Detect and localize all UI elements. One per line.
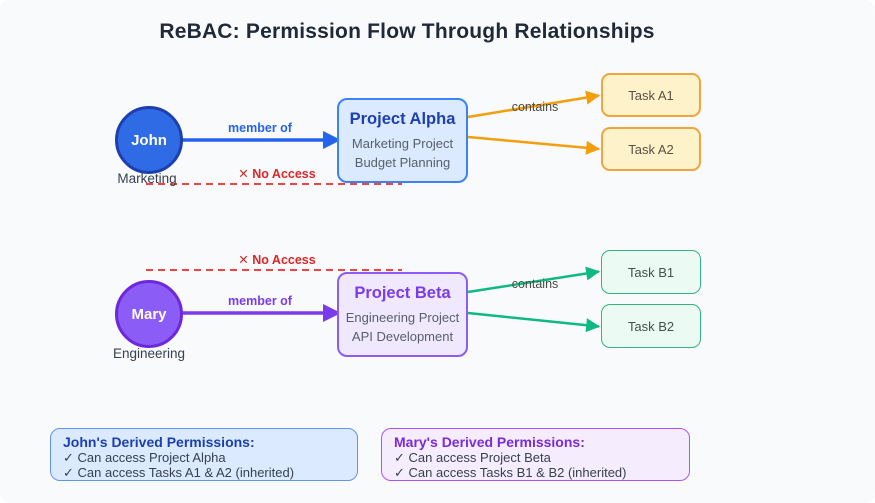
permissions-item: ✓ Can access Project Beta xyxy=(394,450,551,465)
actor-node-john: John xyxy=(115,106,183,174)
permissions-box-john: John's Derived Permissions: ✓ Can access… xyxy=(50,428,358,481)
task-a1-node: Task A1 xyxy=(601,73,701,117)
project-beta-subtitle-1: Engineering Project xyxy=(345,310,460,325)
actor-name-mary: Mary xyxy=(131,305,167,323)
project-beta-subtitle-2: API Development xyxy=(351,329,454,344)
contains-arrow-task-a1 xyxy=(467,90,601,119)
project-alpha-subtitle-1: Marketing Project xyxy=(351,136,454,151)
permissions-item: ✓ Can access Project Alpha xyxy=(63,450,226,465)
no-access-label-john: ✕ No Access xyxy=(238,167,316,181)
project-beta-node: Project Beta Engineering Project API Dev… xyxy=(337,272,468,357)
permissions-title-john: John's Derived Permissions: xyxy=(63,434,255,450)
actor-department-mary: Engineering xyxy=(112,346,186,361)
project-alpha-subtitle-2: Budget Planning xyxy=(354,155,451,170)
diagram-title: ReBAC: Permission Flow Through Relations… xyxy=(159,20,655,43)
permissions-item: ✓ Can access Tasks A1 & A2 (inherited) xyxy=(63,465,295,480)
project-beta-title: Project Beta xyxy=(354,284,451,302)
project-alpha-title: Project Alpha xyxy=(349,110,456,128)
actor-node-mary: Mary xyxy=(115,280,183,348)
task-b1-node: Task B1 xyxy=(601,250,701,294)
member-of-label-john: member of xyxy=(228,121,292,135)
no-access-label-mary: ✕ No Access xyxy=(238,253,316,267)
permissions-item: ✓ Can access Tasks B1 & B2 (inherited) xyxy=(394,465,627,480)
permissions-box-mary: Mary's Derived Permissions: ✓ Can access… xyxy=(381,428,690,481)
contains-arrow-task-b2 xyxy=(467,311,601,333)
permissions-title-mary: Mary's Derived Permissions: xyxy=(394,434,585,450)
contains-label-alpha: contains xyxy=(511,100,559,114)
contains-arrow-task-a2 xyxy=(467,135,601,155)
contains-label-beta: contains xyxy=(511,277,559,291)
contains-arrow-task-b1 xyxy=(467,266,601,294)
task-a2-node: Task A2 xyxy=(601,127,701,171)
member-of-arrowhead-mary xyxy=(323,304,341,322)
actor-department-john: Marketing xyxy=(117,171,177,186)
task-b2-node: Task B2 xyxy=(601,304,701,348)
member-of-label-mary: member of xyxy=(228,294,292,308)
actor-name-john: John xyxy=(131,131,167,149)
member-of-arrowhead-john xyxy=(323,131,341,149)
project-alpha-node: Project Alpha Marketing Project Budget P… xyxy=(337,98,468,183)
